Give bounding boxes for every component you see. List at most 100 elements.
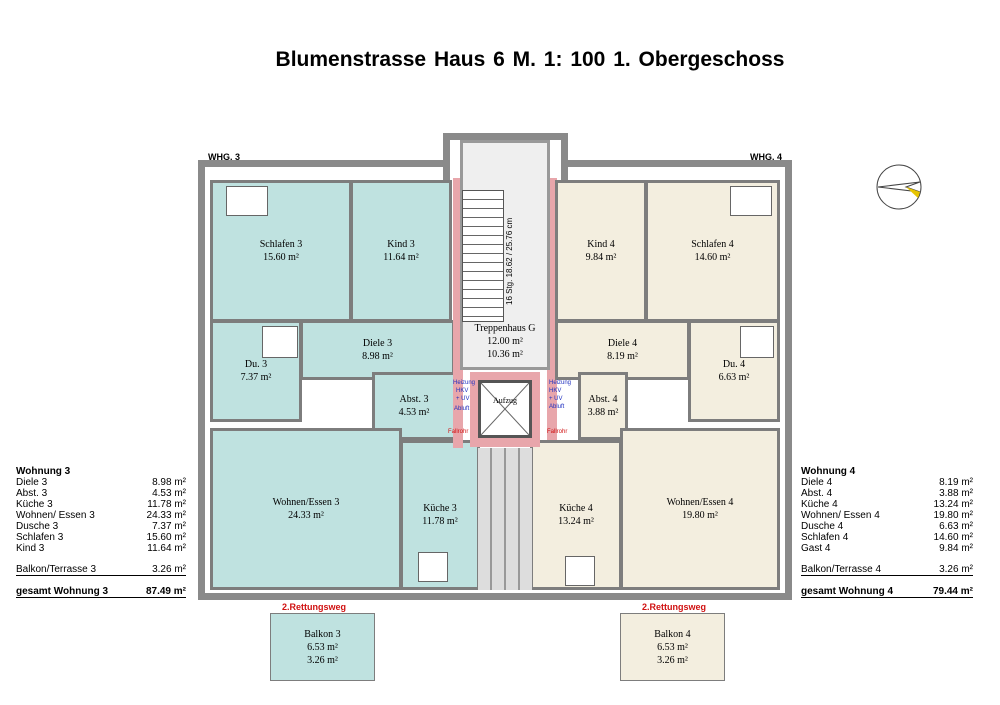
row-label: Kind 3 xyxy=(16,543,45,554)
row-value: 15.60 m² xyxy=(146,532,186,543)
room-area: 13.24 m² xyxy=(558,516,594,527)
elevator: Aufzug xyxy=(478,380,532,438)
row-value: 7.37 m² xyxy=(152,521,186,532)
row-label: Diele 4 xyxy=(801,477,833,488)
row-value: 79.44 m² xyxy=(932,586,973,597)
row-label: Schlafen 3 xyxy=(16,532,64,543)
room-name: Balkon 3 xyxy=(304,628,341,640)
room-name: Kind 4 xyxy=(587,239,615,250)
whg3-label: WHG. 3 xyxy=(208,152,241,162)
table-row: Diele 4 8.19 m² xyxy=(801,477,973,488)
row-label: Balkon/Terrasse 4 xyxy=(801,564,882,575)
room-name: Du. 3 xyxy=(244,359,268,370)
elevator-label: Aufzug xyxy=(493,395,517,405)
table-row: Wohnen/ Essen 3 24.33 m² xyxy=(16,510,186,521)
elevator-cross-icon xyxy=(481,383,529,435)
room-area: 6.53 m² xyxy=(657,641,688,653)
room-area: 6.63 m² xyxy=(718,372,750,383)
hkv-label-4: HKV xyxy=(549,388,562,394)
room-area: 6.53 m² xyxy=(307,641,338,653)
row-label: Schlafen 4 xyxy=(801,532,849,543)
row-value: 9.84 m² xyxy=(939,543,973,554)
row-value: 6.63 m² xyxy=(939,521,973,532)
row-value: 11.64 m² xyxy=(147,543,186,554)
row-label: Gast 4 xyxy=(801,543,831,554)
room-area: 14.60 m² xyxy=(694,252,731,263)
row-label: Abst. 4 xyxy=(801,488,833,499)
table-title: Wohnung 4 xyxy=(801,466,856,477)
room-area: 12.00 m² xyxy=(487,336,523,347)
row-value: 11.78 m² xyxy=(147,499,186,510)
shower-3 xyxy=(262,326,298,358)
room-name: Diele 4 xyxy=(607,338,638,349)
heizung-label-3: Heizung xyxy=(453,380,476,386)
row-value: 19.80 m² xyxy=(933,510,973,521)
room-kind-4: Kind 4 9.84 m² xyxy=(555,180,647,322)
row-value: 13.24 m² xyxy=(933,499,973,510)
row-label: gesamt Wohnung 3 xyxy=(16,586,109,597)
room-area: 15.60 m² xyxy=(263,252,299,263)
room-name: Balkon 4 xyxy=(654,628,691,640)
fallrohr-label-3: Fallrohr xyxy=(448,429,469,435)
row-label: gesamt Wohnung 4 xyxy=(801,586,894,597)
room-area: 3.88 m² xyxy=(587,407,619,418)
room-name: Schlafen 4 xyxy=(691,239,734,250)
total-row: gesamt Wohnung 4 79.44 m² xyxy=(801,586,973,598)
table-row: Wohnen/ Essen 4 19.80 m² xyxy=(801,510,973,521)
row-value: 3.88 m² xyxy=(939,488,973,499)
uv-label-3: + UV xyxy=(456,396,470,402)
row-label: Abst. 3 xyxy=(16,488,48,499)
row-label: Küche 4 xyxy=(801,499,838,510)
room-name: Abst. 4 xyxy=(588,394,618,405)
row-value: 4.53 m² xyxy=(152,488,186,499)
room-name: Kind 3 xyxy=(387,239,415,250)
abluft-label-4: Abluft xyxy=(549,404,565,410)
room-area: 9.84 m² xyxy=(585,252,617,263)
room-area: 8.98 m² xyxy=(362,351,393,362)
row-value: 8.19 m² xyxy=(939,477,973,488)
row-label: Diele 3 xyxy=(16,477,48,488)
table-row: Küche 4 13.24 m² xyxy=(801,499,973,510)
rettungsweg-3: 2.Rettungsweg xyxy=(282,602,347,612)
shower-4 xyxy=(740,326,774,358)
abluft-label-3: Abluft xyxy=(454,406,470,412)
row-value: 24.33 m² xyxy=(146,510,186,521)
room-area: 19.80 m² xyxy=(682,510,718,521)
room-area: 24.33 m² xyxy=(288,510,324,521)
table-row: Abst. 3 4.53 m² xyxy=(16,488,186,499)
rettungsweg-4: 2.Rettungsweg xyxy=(642,602,707,612)
row-label: Wohnen/ Essen 3 xyxy=(16,510,95,521)
room-name: Schlafen 3 xyxy=(259,239,303,250)
table-row: Schlafen 3 15.60 m² xyxy=(16,532,186,543)
wall-fire-right xyxy=(547,178,557,448)
room-name: Küche 4 xyxy=(559,503,593,514)
room-area: 4.53 m² xyxy=(398,407,430,418)
room-name: Küche 3 xyxy=(423,503,457,514)
bed-4 xyxy=(730,186,772,216)
row-label: Dusche 3 xyxy=(16,521,59,532)
wall-fire-left xyxy=(453,178,463,448)
hkv-label-3: HKV xyxy=(456,388,469,394)
fallrohr-label-4: Fallrohr xyxy=(547,429,568,435)
row-label: Wohnen/ Essen 4 xyxy=(801,510,880,521)
table-row: Kind 3 11.64 m² xyxy=(16,543,186,554)
room-area-net: 10.36 m² xyxy=(487,349,523,360)
uv-label-4: + UV xyxy=(549,396,563,402)
table-title: Wohnung 3 xyxy=(16,466,71,477)
row-value: 3.26 m² xyxy=(152,564,186,575)
whg4-label: WHG. 4 xyxy=(750,152,783,162)
